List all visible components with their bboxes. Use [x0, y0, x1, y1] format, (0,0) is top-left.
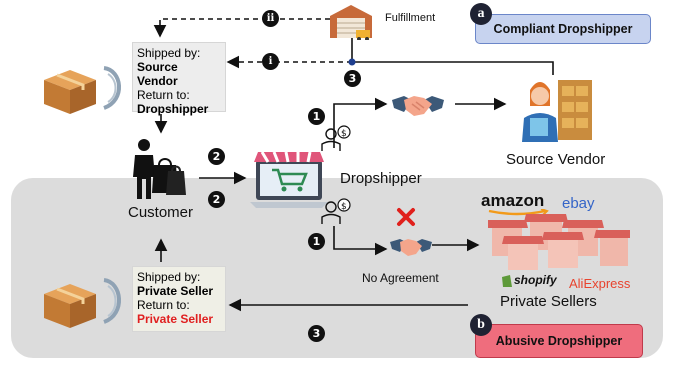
source-vendor-label-card: Shipped by: Source Vendor Return to: Dro… [132, 42, 226, 116]
box-icon-bottom [34, 272, 126, 332]
warehouse-icon [328, 2, 374, 41]
marker-three-top: 3 [344, 70, 361, 87]
badge-a-icon: a [470, 3, 492, 25]
abusive-badge: Abusive Dropshipper [475, 324, 643, 358]
online-store-icon [250, 146, 332, 212]
marker-one-bottom: 1 [308, 233, 325, 250]
marker-i: i [262, 53, 279, 70]
no-agreement-label: No Agreement [362, 271, 439, 285]
bottom-shipped-by-label: Shipped by: [137, 270, 201, 284]
dropshipper-person-icon: $ [318, 124, 358, 152]
compliant-badge: Compliant Dropshipper [475, 14, 651, 44]
bottom-return-value: Private Seller [137, 312, 214, 326]
aliexpress-logo: AliExpress [569, 275, 630, 293]
handshake-icon-no-agreement [388, 234, 434, 260]
shopify-logo: shopify [501, 273, 561, 290]
svg-text:$: $ [341, 202, 347, 212]
top-shipped-by-value: Source Vendor [137, 60, 178, 88]
private-sellers-label: Private Sellers [500, 293, 597, 310]
customer-label: Customer [128, 204, 194, 221]
dropshipper-label: Dropshipper [340, 170, 422, 187]
vendor-to-fulfillment [352, 61, 554, 75]
dropshipper-person-icon-abusive: $ [318, 197, 358, 225]
marker-two-top: 2 [208, 148, 225, 165]
shopify-text: shopify [514, 273, 557, 287]
dropshipper-to-agreement [333, 97, 388, 148]
compliant-badge-label: Compliant Dropshipper [493, 22, 633, 36]
bottom-shipped-by-value: Private Seller [137, 284, 214, 298]
vendor-person-icon [516, 72, 596, 148]
marker-one-top: 1 [308, 108, 325, 125]
marker-three-bottom: 3 [308, 325, 325, 342]
ebay-text: ebay [562, 195, 595, 212]
handshake-icon [390, 90, 446, 120]
abusive-badge-label: Abusive Dropshipper [495, 334, 623, 348]
return-path-ii [153, 18, 330, 38]
box-icon [34, 60, 126, 118]
storefronts-icon [486, 214, 630, 274]
bottom-return-label: Return to: [137, 298, 190, 312]
fulfillment-label: Fulfillment [385, 12, 436, 24]
x-mark-icon [396, 207, 416, 227]
top-return-value: Dropshipper [137, 102, 209, 116]
fulfillment-node [348, 58, 356, 66]
top-shipped-by-label: Shipped by: [137, 46, 201, 60]
source-vendor-label: Source Vendor [506, 151, 606, 168]
private-seller-label-card: Shipped by: Private Seller Return to: Pr… [132, 266, 226, 332]
badge-b-icon: b [470, 314, 492, 336]
top-return-label: Return to: [137, 88, 190, 102]
marker-ii: ii [262, 10, 279, 27]
svg-text:$: $ [341, 129, 347, 139]
ebay-logo: ebay [562, 195, 595, 212]
aliexpress-text: AliExpress [569, 276, 631, 291]
dropshipper-to-noagreement [333, 226, 388, 256]
shopper-icon [130, 137, 190, 201]
amazon-logo: amazon [481, 192, 561, 218]
amazon-text: amazon [481, 191, 545, 210]
marker-two-bottom: 2 [208, 191, 225, 208]
